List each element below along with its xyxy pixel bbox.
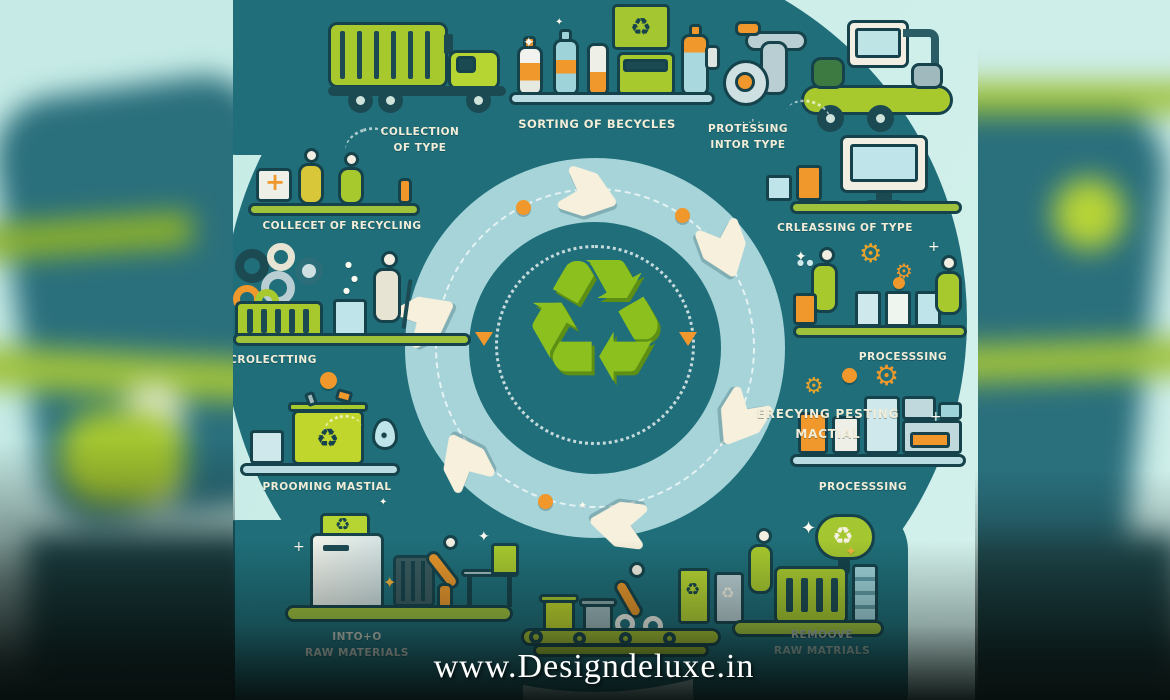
bin-recycle-icon: ♻ xyxy=(685,580,701,600)
sparkle-icon: + xyxy=(928,239,940,255)
gear-icon: ⚙ xyxy=(804,374,824,399)
garbage-truck-icon xyxy=(328,12,513,117)
collect-figures-icon: + xyxy=(248,148,428,220)
cycle-dot-2 xyxy=(675,208,690,223)
label-prooming-mastial: PROOMING MASTIAL xyxy=(262,481,392,493)
recycle-bin-droplet-icon: ♻ ● xyxy=(240,372,405,478)
sorting-shelf-icon: ♻ xyxy=(505,4,720,106)
monitor-shelf-icon: · ·' · xyxy=(742,119,970,217)
processing-figures-icon: ⚙ ⚙ ● ● xyxy=(793,241,973,345)
cross-icon: + xyxy=(265,168,286,196)
sparkle-icon: + xyxy=(930,409,942,425)
infographic-panel: ♻ ♻ xyxy=(233,0,978,700)
label-crleassing-of-type: CRLEASSING OF TYPE xyxy=(777,222,913,234)
bin-recycle-icon: ♻ xyxy=(721,584,735,602)
recycle-box-icon: ♻ xyxy=(630,13,652,41)
recycle-symbol-icon: ♻ xyxy=(517,221,673,422)
sparkle-icon: + xyxy=(293,539,305,555)
gear-icon: ⚙ xyxy=(874,359,900,392)
cycle-dot-1 xyxy=(516,200,531,215)
blurred-left-background xyxy=(0,0,267,700)
sparkle-icon: ✦ xyxy=(523,35,535,51)
sparkle-icon: ✦ xyxy=(478,529,490,545)
label-sorting-of-becycles: SORTING OF BECYCLES xyxy=(518,117,676,131)
label-collecet-of-recycling: COLLECET OF RECYCLING xyxy=(262,220,422,232)
gear-icon: ⚙ xyxy=(859,239,883,269)
collecting-basket-icon: ● ● ● xyxy=(233,243,478,353)
flow-arrow-bottom xyxy=(582,488,653,555)
label-processsing-right: PROCESSSING xyxy=(858,351,948,363)
cycle-marker-right xyxy=(679,332,697,346)
sparkle-icon: ✦ xyxy=(578,499,588,512)
sparkle-icon: ✦ xyxy=(795,249,807,265)
label-crolectting: CROLECTTING xyxy=(233,354,317,366)
sparkle-icon: ✦ xyxy=(555,17,564,28)
sparkle-icon: ✦ xyxy=(379,497,388,508)
lid-recycle-icon: ♻ xyxy=(335,515,351,535)
sparkle-icon: ✦ xyxy=(801,518,817,539)
machine-table-icon: ♻ xyxy=(285,513,530,635)
watermark-text: www.Designdeluxe.in xyxy=(433,648,755,685)
cycle-dot-3 xyxy=(538,494,553,509)
sparkle-icon: ✦ xyxy=(845,544,857,560)
processing-machine-icon xyxy=(705,15,975,132)
sparkle-icon: ✦ xyxy=(383,573,397,592)
label-processsing-lower: PROCESSSING xyxy=(818,481,908,493)
